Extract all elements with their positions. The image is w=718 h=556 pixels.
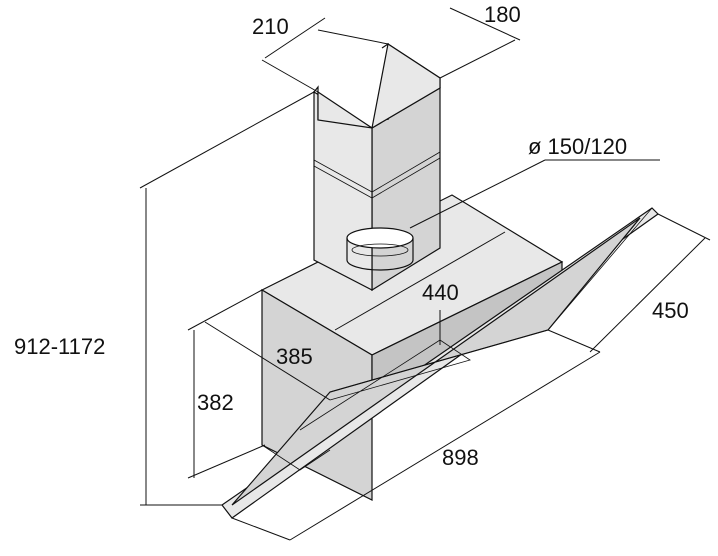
dim-body-depth-side: 385: [276, 344, 313, 369]
chimney: [313, 42, 441, 292]
duct-ring: [346, 227, 414, 271]
dim-height-range: 912-1172: [14, 334, 105, 359]
dim-total-width: 898: [442, 445, 479, 470]
dim-chimney-depth: 180: [484, 2, 521, 27]
dim-body-depth-top: 440: [422, 280, 459, 305]
dimension-lines: [139, 7, 711, 541]
dim-duct-diameter: ø 150/120: [528, 134, 627, 159]
dim-chimney-width: 210: [252, 14, 289, 39]
dim-glass-depth: 450: [652, 298, 689, 323]
dim-body-height: 382: [197, 390, 234, 415]
